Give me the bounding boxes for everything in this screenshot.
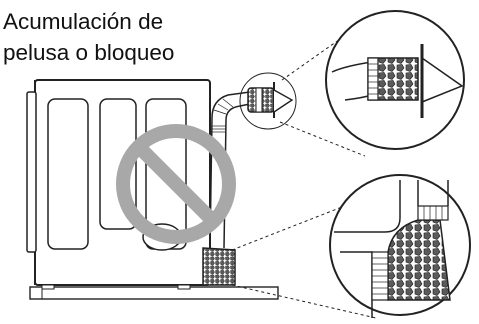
magnifier-callout-upper	[325, 10, 465, 150]
magnifier-callout-lower	[329, 174, 471, 318]
caption-line-1: Acumulación de	[3, 9, 164, 34]
wall-vent	[239, 72, 297, 130]
caption-line-2: pelusa o bloqueo	[3, 40, 175, 65]
callout-leaders	[231, 36, 377, 319]
diagram-caption: Acumulación de pelusa o bloqueo	[3, 6, 233, 68]
vent-duct	[202, 91, 251, 286]
prohibition-icon	[116, 124, 236, 244]
floor-platform	[29, 286, 279, 300]
lower-lint-blockage	[202, 247, 236, 286]
